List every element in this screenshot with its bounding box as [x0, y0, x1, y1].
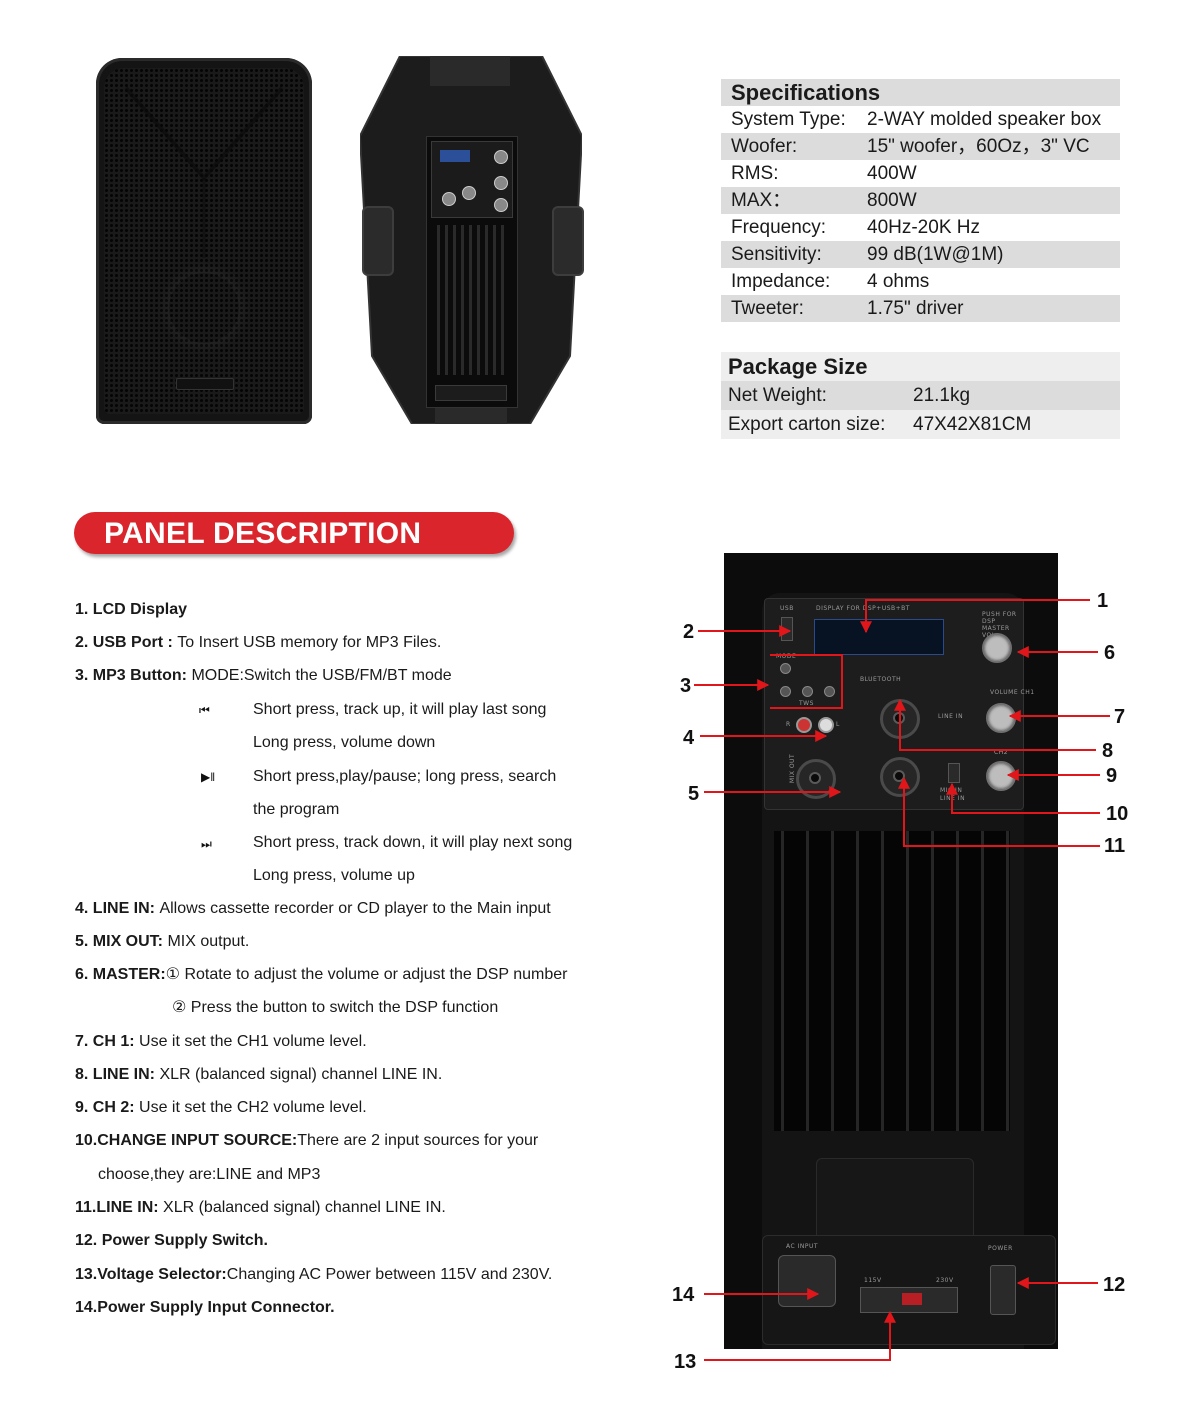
callout-number: 8 — [1102, 740, 1114, 762]
callout-number: 5 — [688, 783, 700, 805]
panel-label: 115V — [864, 1277, 882, 1284]
description-item: 10.CHANGE INPUT SOURCE:There are 2 input… — [75, 1132, 539, 1149]
lcd-display — [814, 619, 944, 655]
previous-track-icon: ⏮ — [199, 703, 210, 717]
description-item: 9. CH 2: Use it set the CH2 volume level… — [75, 1099, 367, 1116]
description-item: 4. LINE IN: Allows cassette recorder or … — [75, 900, 551, 917]
description-item: Long press, volume up — [253, 867, 415, 884]
xlr-line-in-1 — [880, 699, 920, 739]
mode-button — [780, 663, 791, 674]
description-item: 2. USB Port : To Insert USB memory for M… — [75, 634, 442, 651]
specifications-table: Specifications System Type:2-WAY molded … — [721, 79, 1120, 322]
callout-number: 2 — [683, 621, 695, 643]
xlr-mix-out — [796, 759, 836, 799]
panel-label: L — [836, 721, 840, 728]
description-item: 12. Power Supply Switch. — [75, 1232, 268, 1249]
master-knob — [982, 633, 1012, 663]
ac-input-connector — [778, 1255, 836, 1307]
description-item: ② Press the button to switch the DSP fun… — [172, 999, 499, 1016]
panel-description-title: PANEL DESCRIPTION — [104, 517, 422, 550]
speaker-front-image — [96, 58, 312, 424]
xlr-line-in-2 — [880, 757, 920, 797]
ch1-knob — [986, 703, 1016, 733]
panel-label: 230V — [936, 1277, 954, 1284]
description-item: Short press, track up, it will play last… — [253, 701, 547, 718]
spec-row: Sensitivity:99 dB(1W@1M) — [721, 241, 1120, 268]
package-size-title: Package Size — [721, 352, 1120, 381]
callout-number: 11 — [1104, 835, 1126, 857]
description-item: 11.LINE IN: XLR (balanced signal) channe… — [75, 1199, 446, 1216]
next-button — [824, 686, 835, 697]
rca-left — [818, 717, 834, 733]
usb-port — [781, 617, 793, 641]
callout-number: 10 — [1106, 803, 1129, 825]
panel-label: MIC IN — [940, 787, 963, 794]
description-item: 5. MIX OUT: MIX output. — [75, 933, 250, 950]
description-item: Long press, volume down — [253, 734, 436, 751]
panel-label: LINE IN — [940, 795, 966, 802]
input-source-switch — [948, 763, 960, 783]
callout-number: 9 — [1106, 765, 1118, 787]
panel-label: LINE IN — [938, 713, 964, 720]
panel-label: DISPLAY FOR DSP+USB+BT — [816, 605, 910, 612]
spec-row: System Type:2-WAY molded speaker box — [731, 109, 1102, 130]
description-item: 1. LCD Display — [75, 601, 188, 618]
package-row: Net Weight:21.1kg — [721, 381, 1120, 410]
panel-label: MODE — [776, 653, 797, 660]
description-item: 14.Power Supply Input Connector. — [75, 1299, 335, 1316]
panel-description-banner: PANEL DESCRIPTION — [74, 512, 514, 554]
rear-panel-photo: DISPLAY FOR DSP+USB+BT USB PUSH FOR DSP … — [724, 553, 1058, 1349]
description-item: 8. LINE IN: XLR (balanced signal) channe… — [75, 1066, 443, 1083]
callout-number: 14 — [672, 1284, 695, 1306]
spec-row: RMS:400W — [731, 163, 917, 184]
play-pause-icon: ▶‖ — [201, 770, 216, 784]
callout-number: 7 — [1114, 706, 1126, 728]
spec-row: Tweeter:1.75" driver — [721, 295, 1120, 322]
callout-number: 1 — [1097, 590, 1109, 612]
panel-label: R — [786, 721, 791, 728]
description-item: 6. MASTER:① Rotate to adjust the volume … — [75, 966, 568, 983]
panel-label: BLUETOOTH — [860, 676, 902, 683]
rca-right — [796, 717, 812, 733]
panel-label: TWS — [799, 700, 814, 707]
spec-row: Frequency:40Hz-20K Hz — [731, 217, 980, 238]
description-item: 3. MP3 Button: MODE:Switch the USB/FM/BT… — [75, 667, 452, 684]
description-item: Short press,play/pause; long press, sear… — [253, 768, 557, 785]
callout-number: 12 — [1103, 1274, 1126, 1296]
description-item: Short press, track down, it will play ne… — [253, 834, 573, 851]
description-item: 7. CH 1: Use it set the CH1 volume level… — [75, 1033, 367, 1050]
description-item: 13.Voltage Selector:Changing AC Power be… — [75, 1266, 553, 1283]
voltage-selector — [860, 1287, 958, 1313]
next-track-icon: ⏭ — [201, 837, 212, 851]
specifications-title: Specifications — [721, 79, 1120, 106]
speaker-rear-image — [360, 56, 584, 424]
callout-number: 3 — [680, 675, 692, 697]
package-size-table: Package Size Net Weight:21.1kg Export ca… — [721, 352, 1120, 439]
panel-label: AC INPUT — [786, 1243, 819, 1250]
panel-label: USB — [780, 605, 794, 612]
panel-label: POWER — [988, 1245, 1013, 1252]
description-item: choose,they are:LINE and MP3 — [98, 1166, 321, 1183]
description-item: the program — [253, 801, 340, 818]
spec-row: MAX：800W — [721, 187, 1120, 214]
play-button — [802, 686, 813, 697]
spec-row: Woofer:15" woofer，60Oz，3" VC — [721, 133, 1120, 160]
power-switch — [990, 1265, 1016, 1315]
prev-button — [780, 686, 791, 697]
spec-row: Impedance:4 ohms — [731, 271, 930, 292]
panel-label: CH2 — [994, 749, 1009, 756]
panel-label: VOLUME CH1 — [990, 689, 1035, 696]
callout-number: 13 — [674, 1351, 697, 1373]
callout-number: 6 — [1104, 642, 1116, 664]
package-row: Export carton size:47X42X81CM — [721, 410, 1120, 439]
callout-number: 4 — [683, 727, 695, 749]
ch2-knob — [986, 761, 1016, 791]
